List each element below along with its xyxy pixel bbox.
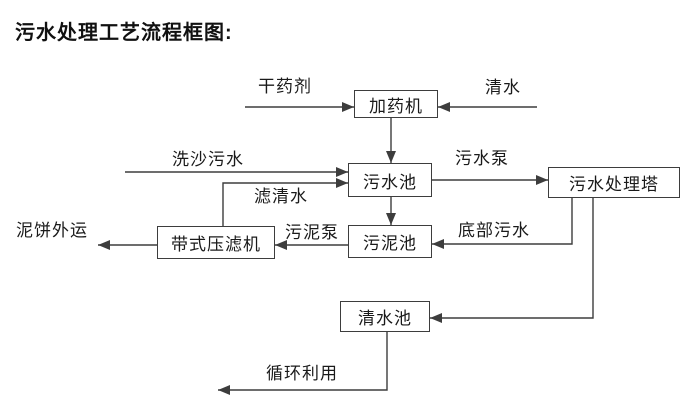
label-sewage-pump: 污水泵 (455, 149, 509, 168)
label-filtered-water: 滤清水 (254, 187, 308, 206)
label-sludge-pump: 污泥泵 (285, 223, 339, 242)
edge-filtered-water-press-to-sewage-pool (222, 178, 348, 226)
label-sand-washing-sewage: 洗沙污水 (172, 150, 244, 169)
node-sewage-pool: 污水池 (348, 163, 432, 197)
node-clean-water-pool: 清水池 (340, 301, 430, 332)
node-dosing-machine: 加药机 (354, 90, 438, 118)
node-sludge-pool: 污泥池 (348, 225, 432, 258)
label-dry-agent: 干药剂 (258, 77, 312, 96)
label-recycle: 循环利用 (266, 364, 338, 383)
page-title: 污水处理工艺流程框图: (15, 22, 233, 44)
node-belt-filter-press: 带式压滤机 (157, 226, 275, 259)
label-bottom-sewage: 底部污水 (458, 221, 530, 240)
node-treatment-tower: 污水处理塔 (548, 167, 680, 198)
label-mud-cake-out: 泥饼外运 (16, 221, 88, 240)
edge-tower-to-clean-water-pool (430, 198, 594, 323)
edge-bottom-sewage-tower-to-sludge-pool (432, 198, 573, 249)
label-clean-water: 清水 (485, 78, 521, 97)
edge-recycle-out (218, 332, 388, 395)
